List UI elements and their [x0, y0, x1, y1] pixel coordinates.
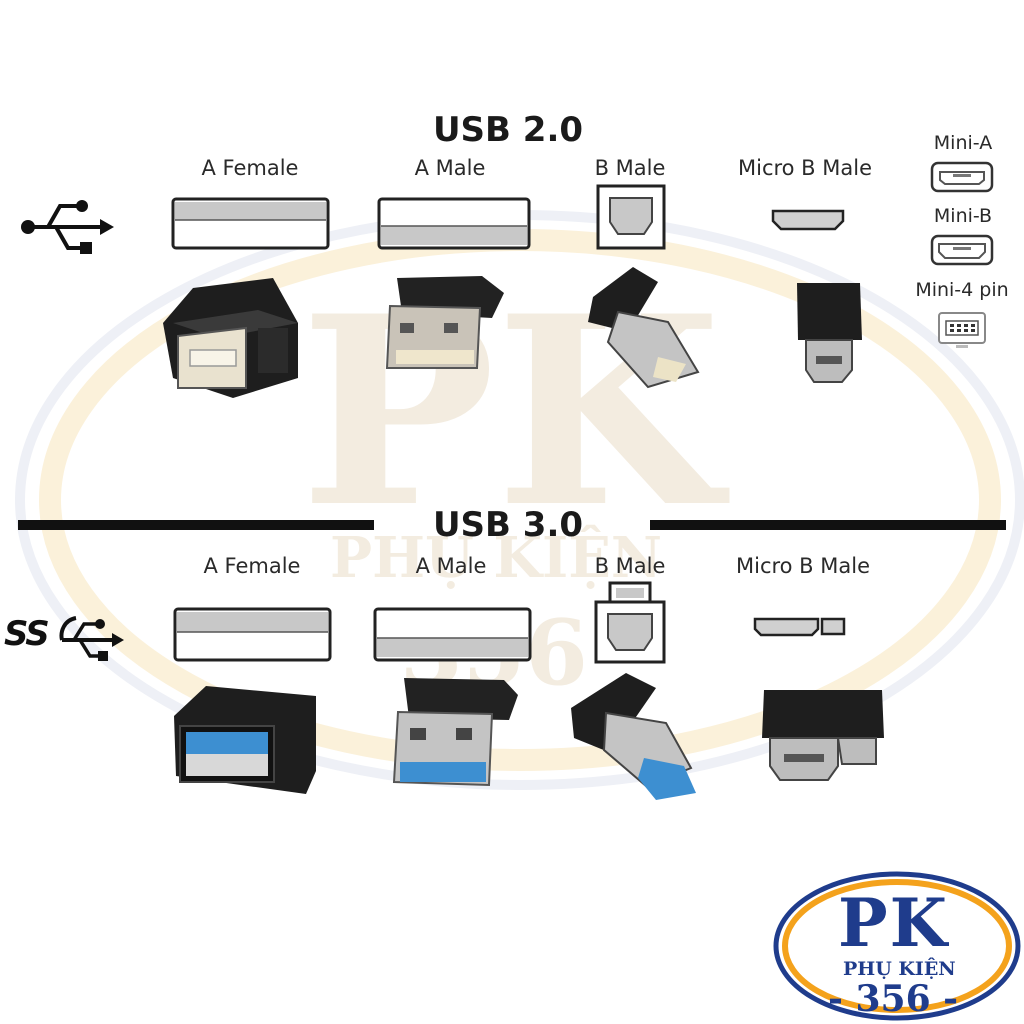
usb2-b-male-connector-image	[588, 267, 700, 389]
usb3-a-male-connector-image	[392, 678, 518, 787]
superspeed-label: SS	[4, 614, 50, 654]
usb2-label-b-male: B Male	[594, 156, 666, 180]
usb3-label-micro-b-male: Micro B Male	[735, 554, 871, 578]
logo-brand-name: PHỤ KIỆN	[843, 958, 956, 980]
usb-trident-icon	[21, 200, 114, 254]
logo-number: - 356 -	[828, 978, 959, 1020]
usb3-label-a-male: A Male	[415, 554, 487, 578]
usb3-micro-b-connector-image	[762, 690, 884, 781]
usb3-b-male-diagram	[594, 581, 666, 664]
label-mini-a: Mini-A	[933, 132, 993, 154]
usb3-a-female-connector-image	[174, 686, 316, 794]
usb2-label-micro-b-male: Micro B Male	[737, 156, 873, 180]
mini-b-diagram	[930, 234, 994, 266]
usb2-micro-b-diagram	[771, 209, 845, 231]
label-mini-b: Mini-B	[933, 205, 993, 227]
mini-4-pin-diagram	[938, 312, 986, 348]
mini-a-diagram	[930, 161, 994, 193]
usb2-micro-b-connector-image	[797, 283, 862, 383]
watermark-initials: PK	[300, 260, 722, 565]
usb2-title: USB 2.0	[432, 110, 584, 150]
usb2-label-a-female: A Female	[201, 156, 299, 180]
usb3-divider-left	[18, 520, 374, 530]
usb3-a-female-diagram	[173, 607, 332, 662]
usb3-divider-right	[650, 520, 1006, 530]
logo-ellipse	[773, 871, 1021, 1021]
logo-initials: PK	[838, 884, 949, 962]
usb3-label-a-female: A Female	[203, 554, 301, 578]
usb2-a-male-connector-image	[385, 276, 504, 369]
usb2-a-female-connector-image	[163, 278, 298, 398]
usb3-micro-b-diagram	[753, 617, 846, 637]
usb3-b-male-connector-image	[571, 673, 696, 800]
usb2-a-female-diagram	[171, 197, 330, 250]
usb3-title: USB 3.0	[432, 505, 584, 545]
usb2-b-male-diagram	[596, 184, 666, 250]
label-mini-4-pin: Mini-4 pin	[915, 279, 1009, 301]
usb2-label-a-male: A Male	[414, 156, 486, 180]
usb3-label-b-male: B Male	[594, 554, 666, 578]
superspeed-usb-icon	[59, 616, 124, 661]
usb2-a-male-diagram	[377, 197, 531, 250]
usb3-a-male-diagram	[373, 607, 532, 662]
watermark-brand: PHỤ KIỆN	[330, 525, 663, 591]
